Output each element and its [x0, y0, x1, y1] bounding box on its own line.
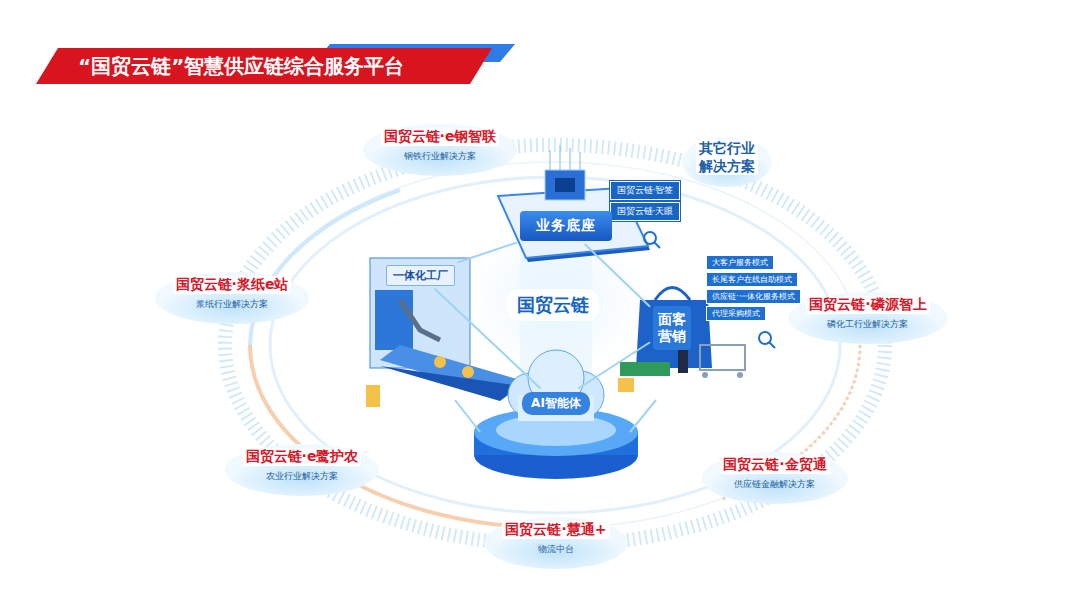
- business-tablet-part: [545, 170, 585, 200]
- marketing-bag-part: [769, 342, 775, 348]
- factory-part: [462, 366, 474, 378]
- business-tablet-part: [560, 145, 561, 170]
- marketing-bag-part: [620, 362, 670, 376]
- node-subtitle: 浆纸行业解决方案: [173, 298, 292, 311]
- feature-tag: 国贸云链·天眼: [610, 202, 681, 221]
- mode-item: 大客户服务模式: [706, 255, 774, 270]
- node-title: 国贸云链·磷源智上: [806, 296, 929, 314]
- business-tablet-part: [654, 242, 660, 248]
- business-tablet-part: [555, 178, 575, 192]
- solution-pad: 国贸云链·e鹭护农农业行业解决方案: [225, 444, 380, 496]
- node-subtitle: 物流中台: [502, 543, 609, 556]
- node-title: 国贸云链: [517, 293, 589, 317]
- ai-agent-label: AI智能体: [522, 392, 590, 415]
- platform-base: 业务底座: [520, 211, 612, 241]
- node-subtitle: 供应链金融解决方案: [720, 478, 829, 491]
- marketing-bag-part: [737, 372, 743, 378]
- node-title: 其它行业 解决方案: [696, 139, 758, 175]
- solution-pad: 国贸云链·慧通+ 物流中台: [484, 517, 627, 569]
- marketing-bag-part: [700, 345, 745, 370]
- marketing-bag-part: [702, 372, 708, 378]
- node-title: 面客营销: [658, 311, 686, 345]
- leader-lines-part: [630, 400, 656, 432]
- solution-pad: 国贸云链·磷源智上磷化工行业解决方案: [788, 292, 947, 344]
- leader-lines-part: [455, 400, 480, 432]
- mode-item: 代理采购模式: [706, 306, 766, 321]
- node-title: AI智能体: [531, 395, 581, 412]
- node-title: 一体化工厂: [393, 268, 448, 283]
- factory-part: [366, 385, 380, 407]
- mode-item: 供应链·一体化服务模式: [706, 289, 801, 304]
- solution-pad: 国贸云链·浆纸e站浆纸行业解决方案: [155, 272, 310, 324]
- node-title: 国贸云链·e鹭护农: [243, 448, 362, 466]
- solution-pad: 国贸云链·e钢智联钢铁行业解决方案: [363, 124, 518, 176]
- node-title: 国贸云链·e钢智联: [381, 128, 500, 146]
- connector-line: [578, 342, 650, 388]
- marketing-bag-part: [618, 378, 634, 392]
- business-tablet-part: [580, 152, 581, 170]
- node-title: 代理采购模式: [712, 308, 760, 319]
- business-tablet-part: [550, 150, 551, 170]
- node-title: 国贸云链·智签: [617, 184, 674, 197]
- feature-tag: 国贸云链·智签: [610, 181, 681, 200]
- node-subtitle: 钢铁行业解决方案: [381, 150, 500, 163]
- title: “国贸云链”智慧供应链综合服务平台: [78, 53, 404, 80]
- marketing-bag-label: 面客营销: [653, 306, 691, 350]
- solution-pad: 国贸云链·金贸通供应链金融解决方案: [702, 452, 847, 504]
- connector-line: [458, 242, 518, 262]
- orbit-rings-part: [225, 145, 885, 545]
- node-title: 供应链·一体化服务模式: [712, 291, 795, 302]
- ai-cloud-platform: [474, 350, 638, 479]
- node-title: 长尾客户在线自助模式: [712, 274, 792, 285]
- node-title: 国贸云链·金贸通: [720, 456, 829, 474]
- title-banner: [36, 44, 515, 84]
- orbit-rings: [225, 145, 885, 545]
- node-title: 国贸云链·浆纸e站: [173, 276, 292, 294]
- node-subtitle: 农业行业解决方案: [243, 470, 362, 483]
- business-tablet-part: [570, 148, 571, 170]
- factory: [366, 258, 520, 407]
- node-title: 大客户服务模式: [712, 257, 768, 268]
- node-title: 国贸云链·天眼: [617, 205, 674, 218]
- marketing-bag-part: [655, 288, 690, 301]
- factory-part: [375, 290, 413, 350]
- title-banner-part: [36, 48, 492, 84]
- factory-part: [400, 300, 440, 340]
- factory-part: [434, 356, 446, 368]
- node-title: 国贸云链·慧通+: [502, 521, 609, 539]
- factory-part: [380, 366, 520, 401]
- solution-pad: 其它行业 解决方案: [682, 137, 772, 187]
- factory-label: 一体化工厂: [386, 265, 455, 286]
- marketing-bag-part: [678, 348, 688, 373]
- node-title: 业务底座: [536, 217, 596, 235]
- node-subtitle: 磷化工行业解决方案: [806, 318, 929, 331]
- core-label: 国贸云链: [507, 289, 599, 321]
- mode-item: 长尾客户在线自助模式: [706, 272, 798, 287]
